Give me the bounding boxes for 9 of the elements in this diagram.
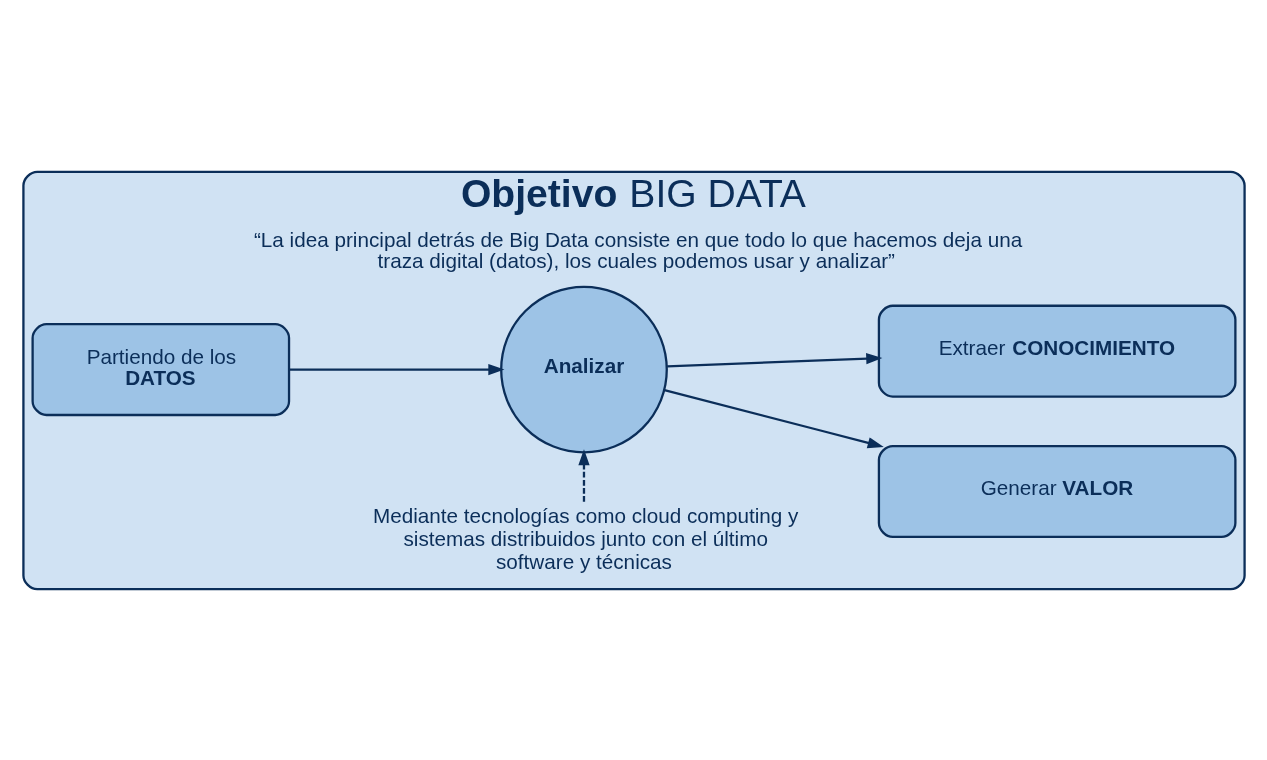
arrow	[666, 352, 882, 367]
arrow	[577, 448, 590, 502]
node-box: Generar VALOR	[877, 444, 1237, 538]
node-box: Partiendo de los DATOS	[30, 322, 290, 416]
node-box: Extraer CONOCIMIENTO	[877, 304, 1237, 398]
arrow	[663, 388, 884, 448]
arrow	[288, 363, 504, 375]
node-circle: Analizar	[499, 285, 668, 453]
node-text: Mediante tecnologías como cloud computing y sistemas distribuidos junto con el último software y técnicas	[372, 503, 798, 573]
